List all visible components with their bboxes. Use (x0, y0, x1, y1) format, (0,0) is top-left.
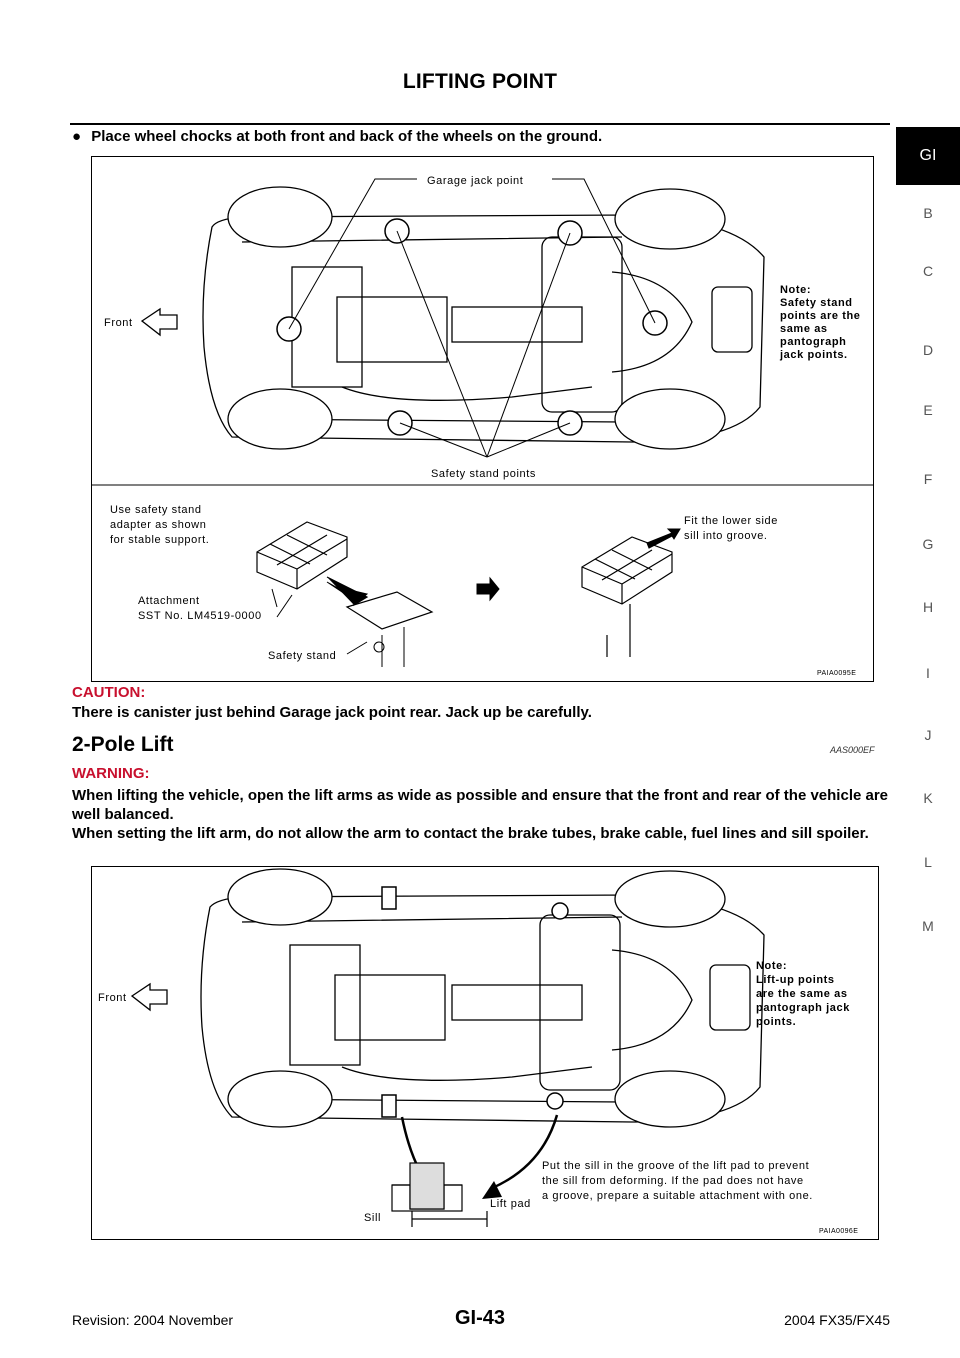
arrow-icons (326, 528, 681, 607)
figure-lift-up-points: Front Note: Lift-up points are the same … (91, 866, 879, 1240)
page-title: LIFTING POINT (402, 70, 558, 93)
note2-line-1: Note: (756, 960, 787, 972)
adapter-line-3: for stable support. (110, 534, 209, 546)
bullet-instruction: ● Place wheel chocks at both front and b… (72, 128, 602, 145)
side-tab-h[interactable]: H (922, 599, 934, 615)
adapter-drawings (256, 521, 673, 657)
tire-drawings-2 (227, 868, 726, 1128)
adapter-line-1: Use safety stand (110, 504, 202, 516)
figure2-drawing: Front Note: Lift-up points are the same … (98, 868, 858, 1235)
note2-line-2: Lift-up points (756, 974, 835, 986)
figure1-drawing: Garage jack point Front Note: Safety sta… (92, 175, 873, 677)
figure2-id: PAIA0096E (819, 1228, 858, 1235)
bullet-text: Place wheel chocks at both front and bac… (91, 128, 603, 145)
label-sill: Sill (364, 1212, 381, 1224)
note-line-3: points are the (780, 310, 861, 322)
safety-stand-leader-lines (396, 230, 571, 458)
attachment-line-1: Attachment (138, 595, 200, 607)
fit-line-1: Fit the lower side (684, 515, 778, 527)
warning-text-1: When lifting the vehicle, open the lift … (72, 787, 889, 823)
side-tab-c[interactable]: C (922, 263, 934, 279)
front-arrow-icon (140, 307, 178, 337)
side-tab-j[interactable]: J (924, 727, 932, 743)
caution-text: There is canister just behind Garage jac… (72, 704, 592, 721)
attachment-line-2: SST No. LM4519-0000 (138, 610, 262, 622)
side-tab-k[interactable]: K (923, 790, 933, 806)
section-title: 2-Pole Lift (72, 733, 174, 756)
label-safety-stand: Safety stand (268, 650, 336, 662)
note-line-6: jack points. (779, 349, 848, 361)
note-line-4: same as (780, 323, 828, 335)
safety-stand-pole (373, 627, 405, 667)
bullet-icon: ● (72, 128, 82, 145)
warning-text-2: When setting the lift arm, do not allow … (72, 825, 869, 842)
note2-line-4: pantograph jack (756, 1002, 850, 1014)
jack-point-circles (276, 218, 668, 436)
side-tab-i[interactable]: I (926, 665, 930, 681)
note-line-2: Safety stand (780, 297, 853, 309)
note2-line-5: points. (756, 1016, 796, 1028)
lift-pad-cross-section (391, 1162, 488, 1227)
title-rule (70, 123, 890, 125)
warning-heading: WARNING: (72, 765, 150, 782)
side-tab-f[interactable]: F (923, 471, 933, 487)
put-line-2: the sill from deforming. If the pad does… (542, 1175, 804, 1187)
label-garage-jack-point: Garage jack point (427, 175, 523, 187)
tire-drawings (227, 186, 726, 450)
label-lift-pad: Lift pad (490, 1198, 531, 1210)
caution-heading: CAUTION: (72, 684, 146, 701)
footer-revision: Revision: 2004 November (72, 1312, 234, 1328)
note-line-5: pantograph (780, 336, 847, 348)
fit-line-2: sill into groove. (684, 530, 768, 542)
section-code: AAS000EF (830, 745, 875, 755)
side-tab-m[interactable]: M (922, 918, 934, 934)
front-arrow-icon-2 (130, 982, 168, 1012)
note2-line-3: are the same as (756, 988, 848, 1000)
side-tab-d[interactable]: D (922, 342, 934, 358)
lift-pad-markers (381, 886, 569, 1118)
footer-page-number: GI-43 (454, 1307, 506, 1329)
garage-jack-leader-lines (288, 178, 656, 330)
figure-safety-stand-points: Garage jack point Front Note: Safety sta… (91, 156, 874, 682)
side-tab-e[interactable]: E (923, 402, 933, 418)
label-front: Front (104, 317, 133, 329)
put-line-3: a groove, prepare a suitable attachment … (542, 1190, 813, 1202)
label-safety-stand-points: Safety stand points (431, 468, 536, 480)
label-front-2: Front (98, 992, 127, 1004)
side-tab-l[interactable]: L (924, 854, 932, 870)
adapter-line-2: adapter as shown (110, 519, 206, 531)
side-tab-b[interactable]: B (923, 205, 933, 221)
side-tab-gi[interactable]: GI (896, 127, 960, 185)
footer-model: 2004 FX35/FX45 (784, 1312, 890, 1328)
put-line-1: Put the sill in the groove of the lift p… (542, 1160, 809, 1172)
note-line-1: Note: (780, 284, 811, 296)
figure1-id: PAIA0095E (817, 670, 856, 677)
side-tab-g[interactable]: G (922, 536, 934, 552)
